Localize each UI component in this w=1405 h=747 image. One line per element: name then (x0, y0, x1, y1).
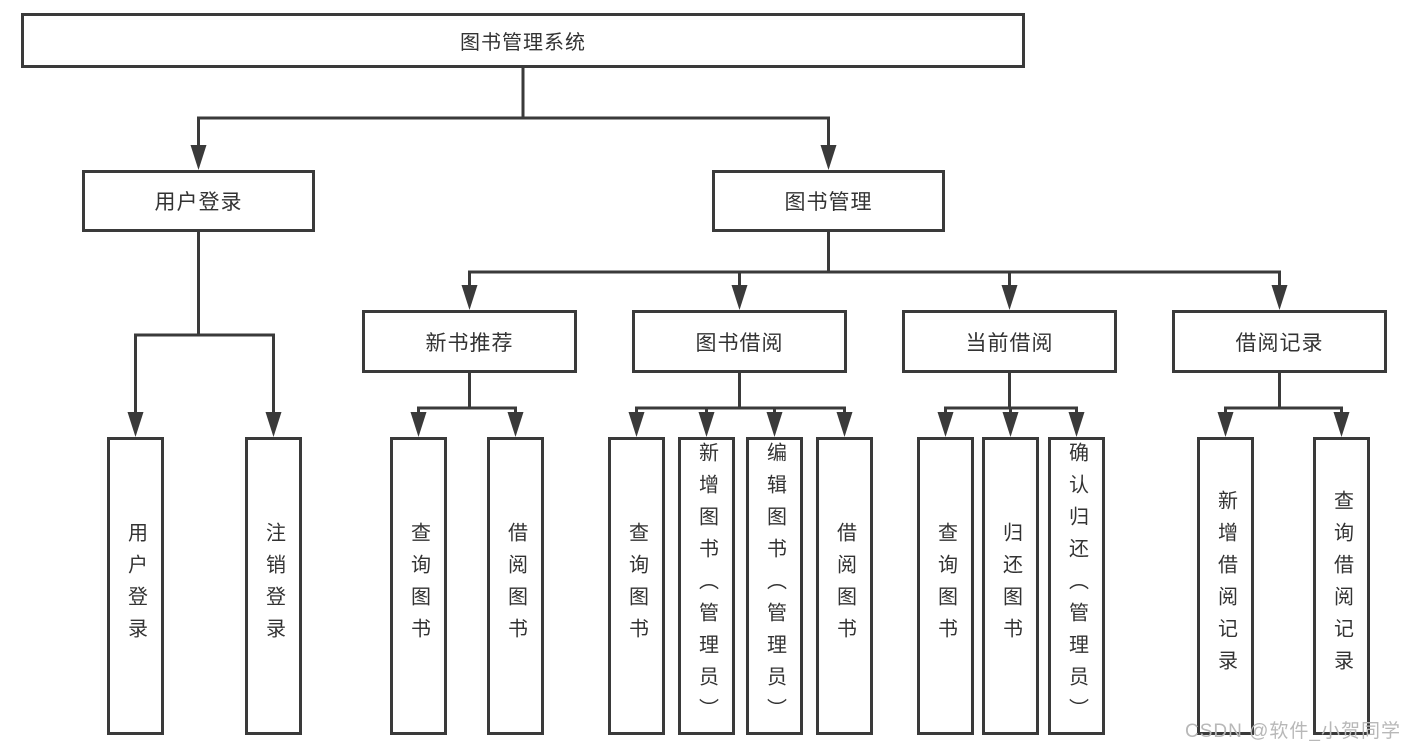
node-book-borrowing: 图书借阅 (632, 310, 847, 373)
leaf-cb-return-book: 归还图书 (982, 437, 1039, 735)
leaf-logout: 注销登录 (245, 437, 302, 735)
leaf-cb-confirm-return-admin: 确认归还（管理员） (1048, 437, 1105, 735)
node-borrowing-records: 借阅记录 (1172, 310, 1387, 373)
leaf-user-login: 用户登录 (107, 437, 164, 735)
leaf-cb-query-book: 查询图书 (917, 437, 974, 735)
csdn-watermark: CSDN @软件_小贺同学 (1185, 721, 1401, 742)
leaf-bb-query-book: 查询图书 (608, 437, 665, 735)
node-new-book-recommendation: 新书推荐 (362, 310, 577, 373)
leaf-bb-add-book-admin: 新增图书（管理员） (678, 437, 735, 735)
leaf-br-query-record: 查询借阅记录 (1313, 437, 1370, 735)
leaf-bb-edit-book-admin: 编辑图书（管理员） (746, 437, 803, 735)
node-library-system: 图书管理系统 (21, 13, 1025, 68)
leaf-br-add-record: 新增借阅记录 (1197, 437, 1254, 735)
leaf-bb-borrow-book: 借阅图书 (816, 437, 873, 735)
node-user-login: 用户登录 (82, 170, 315, 232)
node-current-borrowing: 当前借阅 (902, 310, 1117, 373)
leaf-nbr-query-book: 查询图书 (390, 437, 447, 735)
node-book-management: 图书管理 (712, 170, 945, 232)
leaf-nbr-borrow-book: 借阅图书 (487, 437, 544, 735)
